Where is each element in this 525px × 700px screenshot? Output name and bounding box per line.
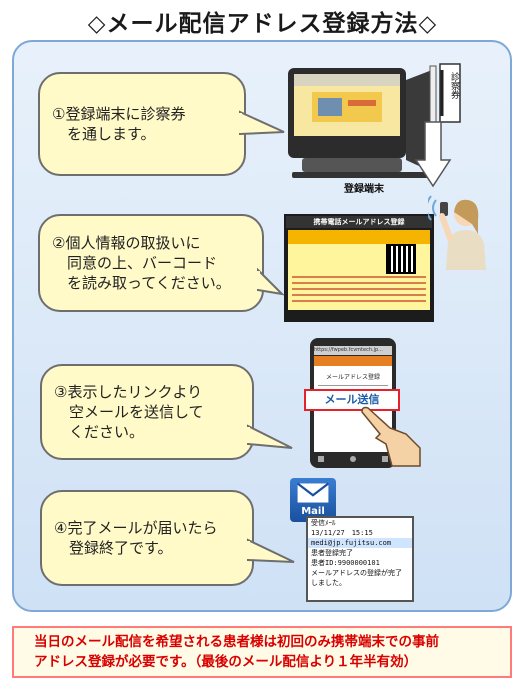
phone-page-title: メールアドレス登録 bbox=[325, 374, 380, 381]
step4-tail bbox=[246, 538, 295, 563]
qr-code bbox=[386, 244, 416, 274]
pointing-hand-icon bbox=[361, 406, 421, 467]
send-mail-button[interactable]: メール送信 bbox=[304, 389, 400, 411]
step3-tail bbox=[246, 424, 293, 449]
card-label: 診察券 bbox=[449, 72, 459, 99]
consent-header: 携帯電話メールアドレス登録 bbox=[286, 216, 432, 228]
consent-banner bbox=[288, 230, 430, 244]
consent-text-lines bbox=[292, 276, 426, 304]
step3-text: ③表示したリンクより 空メールを送信して ください。 bbox=[54, 383, 204, 441]
received-mail-image: 受信ﾒｰﾙ 13/11/27 15:15 medi@jp.fujitsu.com… bbox=[306, 516, 414, 602]
mail-app-label: Mail bbox=[301, 506, 325, 517]
registration-terminal-image bbox=[288, 63, 461, 188]
step2-bubble: ②個人情報の取扱いに 同意の上、バーコード を読み取ってください。 bbox=[38, 214, 264, 312]
person-scanning-image bbox=[428, 195, 486, 270]
step1-text: ①登録端末に診察券 を通します。 bbox=[52, 105, 186, 143]
phone-url-bar: https://fwpeb.fcvmtech.jp... bbox=[314, 346, 392, 355]
step4-text: ④完了メールが届いたら 登録終了です。 bbox=[54, 519, 218, 557]
notice-line2: アドレス登録が必要です。（最後のメール配信より１年半有効） bbox=[34, 654, 418, 670]
phone-nav-icons bbox=[318, 456, 388, 462]
mail-from: medi@jp.fujitsu.com bbox=[308, 538, 412, 548]
step3-bubble: ③表示したリンクより 空メールを送信して ください。 bbox=[40, 364, 254, 460]
mail-date: 13/11/27 15:15 bbox=[311, 529, 373, 537]
mail-patient-id: 患者ID:9900000101 bbox=[311, 559, 380, 567]
step2-text: ②個人情報の取扱いに 同意の上、バーコード を読み取ってください。 bbox=[52, 234, 231, 292]
mail-subject: 患者登録完了 bbox=[311, 549, 353, 557]
notice-line1: 当日のメール配信を希望される患者様は初回のみ携帯端末での事前 bbox=[34, 634, 439, 650]
mail-body: メールアドレスの登録が完了 しました。 bbox=[311, 569, 402, 587]
mail-app-icon: Mail bbox=[290, 478, 336, 522]
mail-header: 受信ﾒｰﾙ bbox=[311, 519, 336, 527]
phone-orange-bar bbox=[314, 356, 392, 366]
step4-bubble: ④完了メールが届いたら 登録終了です。 bbox=[40, 490, 254, 586]
envelope-icon bbox=[296, 482, 330, 503]
step1-tail bbox=[238, 110, 285, 136]
page-title: ◇メール配信アドレス登録方法◇ bbox=[87, 11, 438, 37]
notice-box: 当日のメール配信を希望される患者様は初回のみ携帯端末での事前 アドレス登録が必要… bbox=[12, 626, 512, 678]
step2-tail bbox=[256, 267, 285, 296]
terminal-label: 登録端末 bbox=[344, 184, 384, 195]
consent-screen-image: 携帯電話メールアドレス登録 bbox=[284, 214, 434, 322]
step1-bubble: ①登録端末に診察券 を通します。 bbox=[38, 72, 246, 176]
